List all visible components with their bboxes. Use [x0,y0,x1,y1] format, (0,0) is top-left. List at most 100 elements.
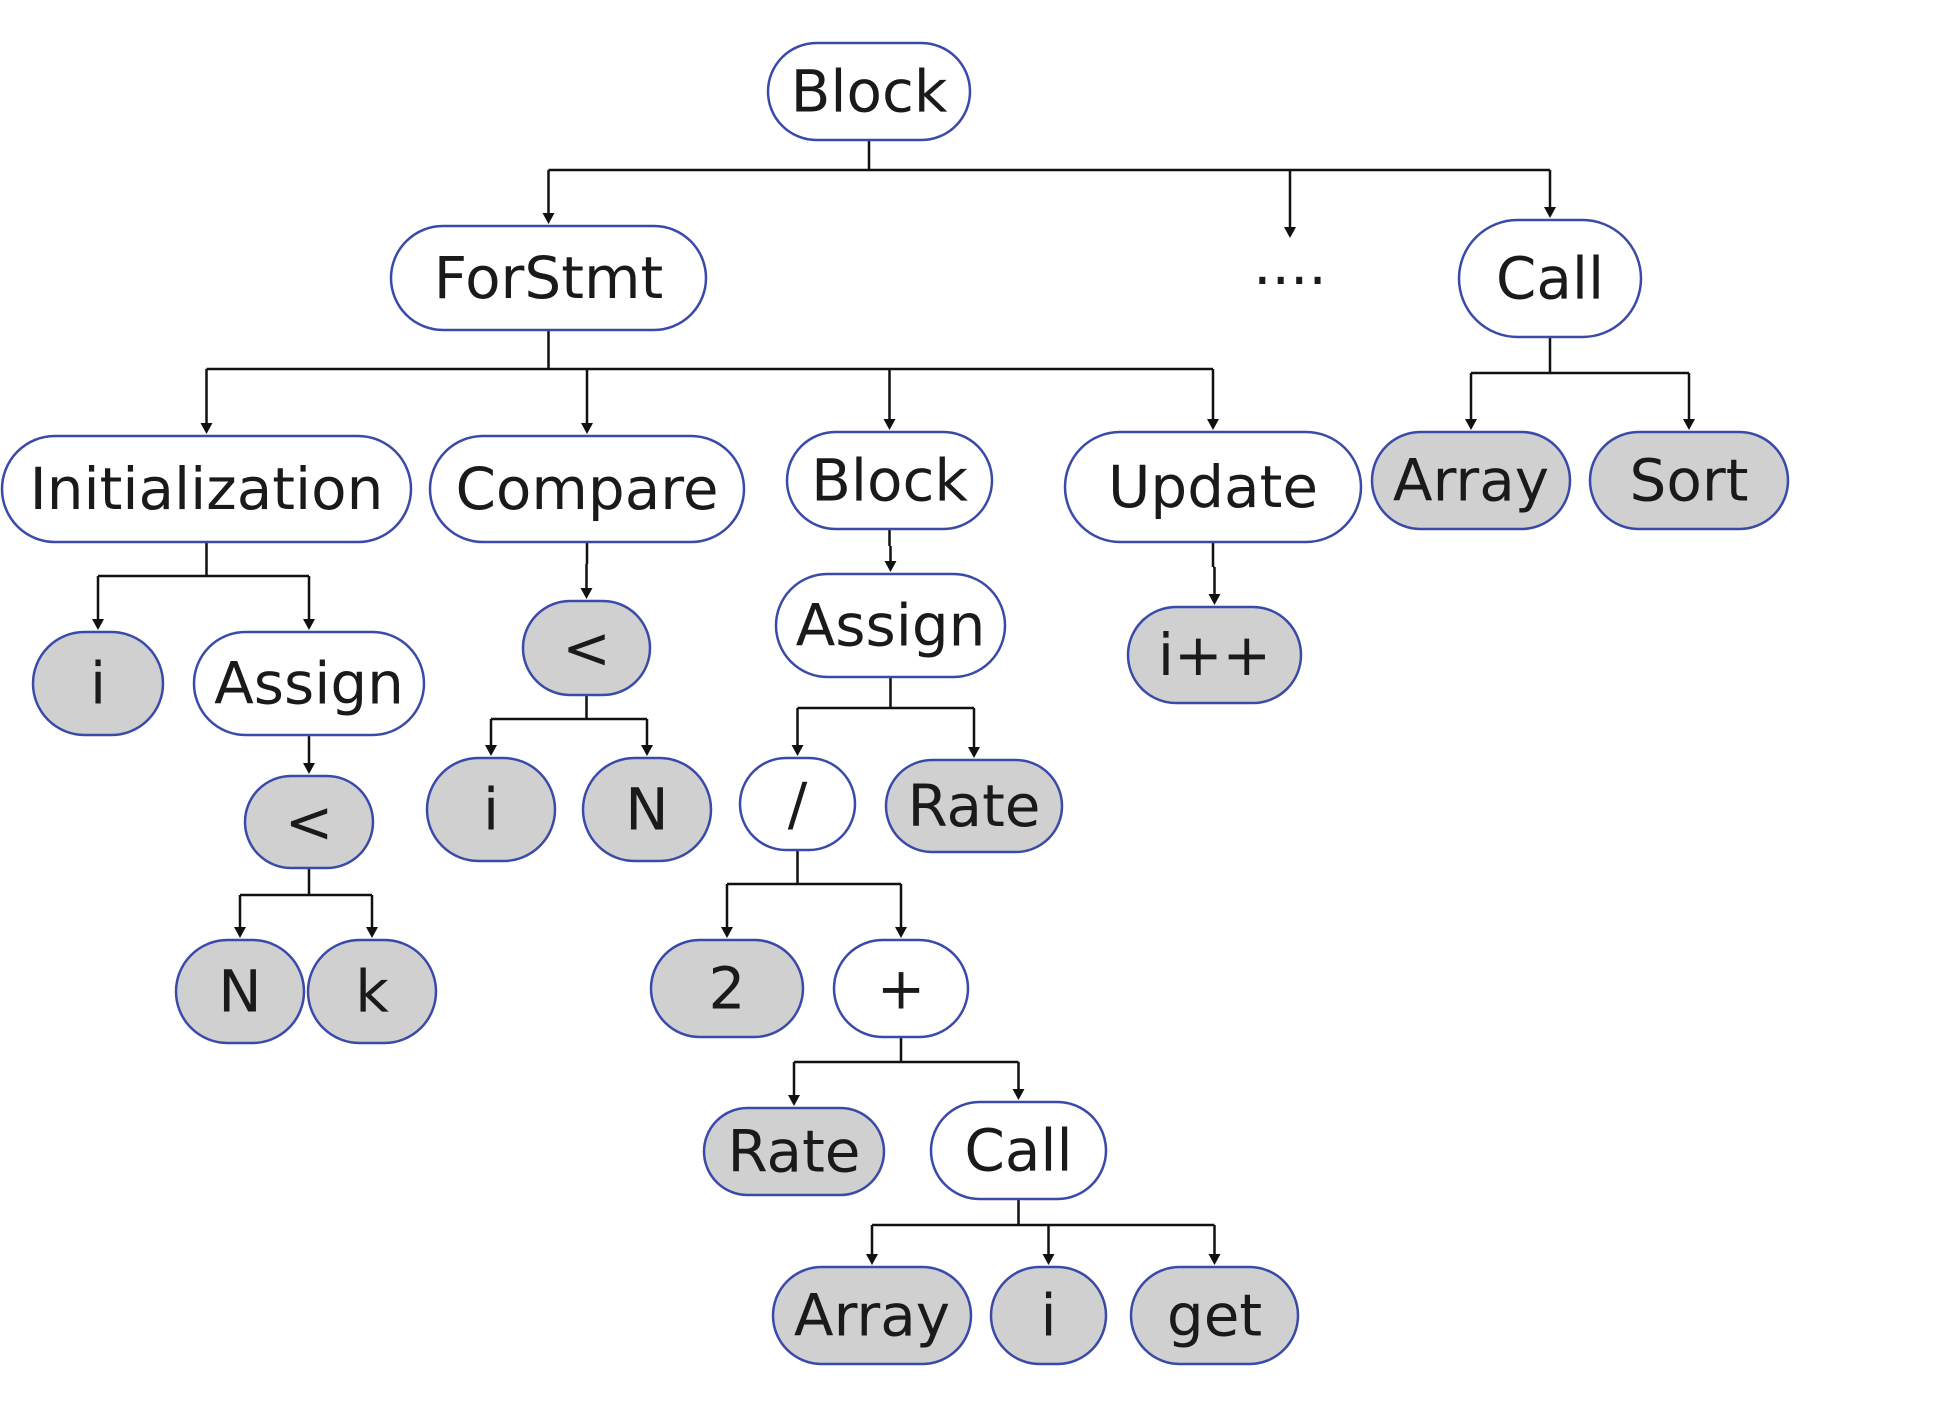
node-shape [243,774,375,870]
node-block-inner: Block [785,430,994,531]
node-shape [785,430,994,531]
arrow-head [542,213,555,224]
edge-group-cmp-lt [485,695,653,756]
node-init-n: N [174,938,306,1045]
node-shape [428,434,746,544]
edge-line [489,695,649,746]
node-label: i++ [1158,621,1271,689]
node-label: i [483,776,499,844]
node-label: Initialization [30,455,384,523]
arrow-head [200,423,213,434]
node-label: get [1167,1282,1262,1350]
node-label: k [355,958,389,1026]
arrow-head [1207,419,1219,430]
arrow-head [234,927,246,938]
node-get-i: i [989,1265,1108,1366]
arrow-head [1544,207,1556,218]
node-label: Block [791,58,948,126]
node-init-k: k [306,938,438,1045]
node-init-lt: < [243,774,375,870]
node-call-top: Call [1457,218,1643,339]
node-label: Assign [214,650,404,718]
node-ellipsis: .... [1253,230,1327,298]
node-label: Compare [455,455,718,523]
arrow-head [581,423,593,434]
node-label: < [285,788,334,856]
arrow-head [303,619,315,630]
node-shape [989,1265,1108,1366]
node-label: Block [811,447,968,515]
node-blk-assign: Assign [774,572,1007,679]
node-shape [649,938,805,1039]
node-shape [174,938,306,1045]
node-label: Update [1108,453,1318,521]
node-call-inner: Call [929,1100,1108,1201]
node-label: Array [794,1282,950,1350]
arrow-head [1465,419,1477,430]
edge-line [585,542,589,589]
arrow-head [366,927,378,938]
arrow-head [92,619,104,630]
node-shape [1457,218,1643,339]
edge-line [1211,542,1216,595]
node-cmp-lt: < [521,599,652,697]
node-label: Rate [908,772,1041,840]
arrow-head [1208,1254,1221,1265]
node-rate-2: Rate [702,1106,886,1197]
node-plus: + [832,938,970,1039]
arrow-head [1012,1089,1025,1100]
edge-line [547,140,1552,228]
node-two: 2 [649,938,805,1039]
node-shape [306,938,438,1045]
node-label: i [90,650,106,718]
arrow-head [1683,419,1695,430]
node-init-i: i [31,630,165,737]
edge-group-block-root [542,140,1556,238]
node-shape [581,756,713,863]
edge-line [1469,337,1691,420]
node-label: N [218,958,261,1026]
arrow-head [883,419,896,430]
node-shape [425,756,557,863]
node-label: + [877,955,926,1023]
node-compare: Compare [428,434,746,544]
arrow-head [580,588,593,599]
node-label: .... [1253,230,1327,298]
edge-group-blk-assign [791,677,980,758]
arrow-head [1284,227,1296,238]
edge-line [870,1199,1216,1255]
node-shape [1129,1265,1300,1366]
edge-line [238,868,374,928]
node-init-assign: Assign [192,630,426,737]
arrow-head [303,763,315,774]
node-shape [738,756,857,852]
edge-group-init-assign [303,735,315,774]
node-cmp-n: N [581,756,713,863]
node-label: Sort [1630,447,1749,515]
node-cmp-i: i [425,756,557,863]
node-label: Rate [728,1118,861,1186]
node-incr: i++ [1126,605,1303,705]
node-shape [1126,605,1303,705]
edge-line [96,542,311,620]
node-label: < [562,614,611,682]
arrow-head [721,927,733,938]
edge-group-update [1208,542,1221,605]
node-initialization: Initialization [0,434,413,544]
node-shape [521,599,652,697]
arrow-head [485,745,497,756]
arrow-head [968,747,980,758]
edge-group-div [721,850,907,938]
node-shape [389,224,708,332]
edge-group-plus [788,1037,1025,1106]
node-shape [192,630,426,737]
node-shape [766,41,972,142]
arrow-head [788,1095,800,1106]
node-shape [832,938,970,1039]
node-forstmt: ForStmt [389,224,708,332]
edge-group-compare [580,542,593,599]
node-block-root: Block [766,41,972,142]
node-shape [1588,430,1790,531]
